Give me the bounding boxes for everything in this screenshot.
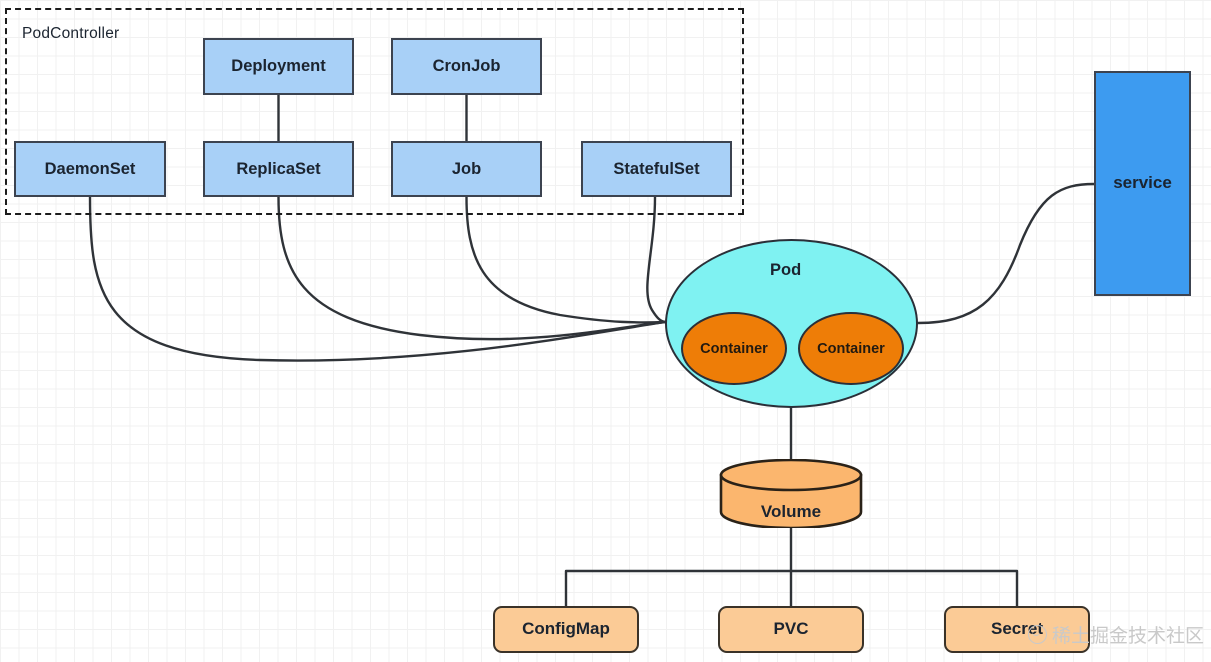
node-cronjob[interactable]: CronJob [391, 38, 542, 95]
node-statefulset-label: StatefulSet [613, 159, 700, 178]
edge-replicaset-pod [277, 195, 667, 341]
node-volume-label: Volume [760, 502, 822, 521]
edge-daemonset-pod [88, 195, 667, 362]
node-daemonset-label: DaemonSet [44, 159, 136, 178]
node-container-right-label: Container [817, 340, 885, 357]
node-daemonset[interactable]: DaemonSet [14, 141, 166, 197]
edge-pod-service [916, 182, 1096, 325]
node-statefulset[interactable]: StatefulSet [581, 141, 732, 197]
node-pod-label: Pod [770, 261, 802, 279]
node-configmap-label: ConfigMap [522, 619, 610, 639]
node-service[interactable]: service [1094, 71, 1191, 296]
node-pvc[interactable]: PVC [718, 606, 864, 653]
node-cronjob-label: CronJob [432, 57, 501, 76]
node-volume[interactable]: Volume [719, 458, 863, 530]
edge-job-pod [465, 195, 667, 324]
node-deployment[interactable]: Deployment [203, 38, 354, 95]
node-deployment-label: Deployment [231, 57, 326, 76]
node-container-left[interactable]: Container [681, 312, 787, 385]
pod-controller-group [5, 8, 744, 215]
node-replicaset-label: ReplicaSet [236, 159, 321, 178]
node-job-label: Job [451, 159, 482, 178]
node-secret[interactable]: Secret [944, 606, 1090, 653]
node-container-right[interactable]: Container [798, 312, 904, 385]
edge-volume-tree [564, 525, 1019, 608]
node-configmap[interactable]: ConfigMap [493, 606, 639, 653]
node-secret-label: Secret [991, 619, 1043, 639]
node-replicaset[interactable]: ReplicaSet [203, 141, 354, 197]
node-service-label: service [1113, 173, 1172, 193]
pod-controller-group-label: PodController [22, 25, 120, 42]
node-job[interactable]: Job [391, 141, 542, 197]
cylinder-shape [719, 458, 863, 530]
edge-statefulset-pod [646, 195, 667, 324]
node-container-left-label: Container [700, 340, 768, 357]
node-pvc-label: PVC [773, 619, 809, 639]
